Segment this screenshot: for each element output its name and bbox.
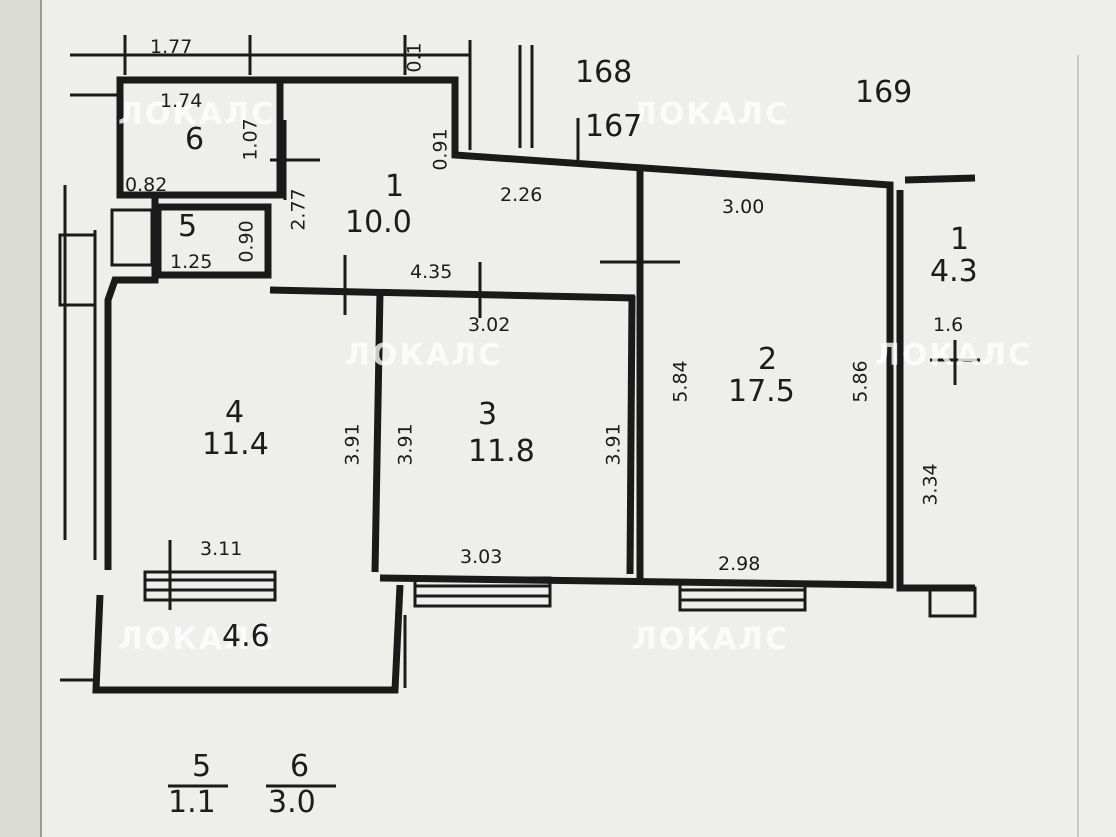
- watermark: ЛОКАЛС: [345, 338, 503, 373]
- dimension-label: 3.34: [919, 463, 942, 506]
- dimension-label: 3.02: [468, 314, 511, 336]
- room-number: 2: [758, 342, 778, 377]
- dimension-label: 2.98: [718, 553, 761, 575]
- dimension-label: 0.90: [235, 220, 258, 263]
- dimension-label: 0.1: [403, 42, 426, 73]
- room-area: 1.25: [170, 251, 213, 273]
- room-area: 11.4: [202, 427, 269, 462]
- summary-area: 1.1: [168, 785, 216, 820]
- room-area: 17.5: [728, 374, 795, 409]
- dimension-label: 1.74: [160, 90, 203, 112]
- summary-area: 3.0: [268, 785, 316, 820]
- dimension-label: 4.35: [410, 261, 453, 283]
- room-area: 10.0: [345, 205, 412, 240]
- room-area: 4.3: [930, 254, 978, 289]
- dimension-label: 3.00: [722, 196, 765, 218]
- watermark: ЛОКАЛС: [118, 97, 276, 132]
- watermark: ЛОКАЛС: [632, 622, 790, 657]
- dimension-label: 1.77: [150, 36, 193, 58]
- room-number: 3: [478, 397, 498, 432]
- dimension-label: 3.91: [394, 423, 417, 466]
- dimension-label: 2.26: [500, 184, 543, 206]
- dimension-label: 3.91: [341, 423, 364, 466]
- summary-number: 6: [290, 749, 310, 784]
- dimension-label: 3.03: [460, 546, 503, 568]
- watermark: ЛОКАЛС: [118, 622, 276, 657]
- dimension-label: 1.6: [933, 314, 964, 336]
- room-number: 5: [178, 209, 198, 244]
- room-area: 11.8: [468, 434, 535, 469]
- watermark: ЛОКАЛС: [875, 338, 1033, 373]
- dimension-label: 3.91: [602, 423, 625, 466]
- dimension-label: 5.84: [669, 360, 692, 403]
- watermark: ЛОКАЛС: [632, 97, 790, 132]
- dimension-label: 1.07: [239, 118, 262, 161]
- dimension-label: 2.77: [287, 188, 310, 231]
- dimension-label: 0.91: [429, 128, 452, 171]
- apartment-number: 168: [575, 55, 633, 90]
- apartment-number: 167: [585, 109, 643, 144]
- room-number: 4: [225, 395, 245, 430]
- balcony-area: 4.6: [222, 619, 270, 654]
- dimension-label: 5.86: [849, 360, 872, 403]
- dimension-label: 0.82: [125, 174, 168, 196]
- dimension-label: 3.11: [200, 538, 243, 560]
- apartment-number: 169: [855, 75, 913, 110]
- room-number: 6: [185, 122, 205, 157]
- summary-number: 5: [192, 749, 212, 784]
- room-number: 1: [385, 169, 405, 204]
- room-number: 1: [950, 222, 970, 257]
